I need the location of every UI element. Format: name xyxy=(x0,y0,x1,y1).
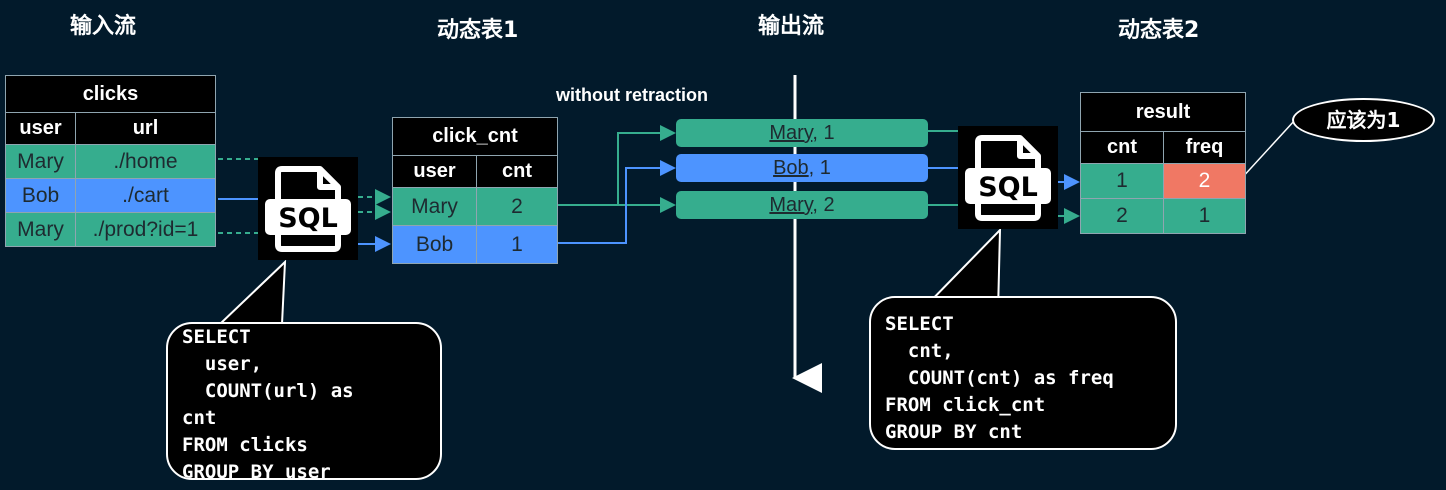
annotation-pointer xyxy=(1239,119,1296,181)
table-cell: Bob xyxy=(392,225,477,264)
result-col-freq: freq xyxy=(1163,131,1246,164)
stream-item-value: , 2 xyxy=(812,194,835,216)
table-row: 2 1 xyxy=(1080,198,1246,234)
stream-item-value: , 1 xyxy=(812,122,835,144)
clicks-table-title: clicks xyxy=(5,75,216,113)
query-line: cnt, xyxy=(885,340,954,362)
query-line: SELECT xyxy=(885,313,954,335)
bubble1-tail xyxy=(219,259,287,325)
query-line: GROUP BY cnt xyxy=(885,421,1023,443)
table-cell: ./cart xyxy=(75,178,216,213)
click-cnt-title: click_cnt xyxy=(392,117,558,156)
annotation-text: 应该为1 xyxy=(1326,108,1401,132)
stream-item: Mary, 1 xyxy=(676,119,928,147)
clicks-table: clicks user url Mary ./home Bob ./cart M… xyxy=(5,75,216,247)
table-row: Bob ./cart xyxy=(5,178,216,213)
table-cell: ./home xyxy=(75,144,216,179)
table-row: Mary ./home xyxy=(5,144,216,179)
table-cell: Bob xyxy=(5,178,76,213)
table-cell: 1 xyxy=(1080,163,1164,199)
query-line: COUNT(cnt) as freq xyxy=(885,367,1114,389)
table-cell: Mary xyxy=(5,212,76,247)
heading-dynamic-table-2: 动态表2 xyxy=(1118,18,1200,43)
query-line: FROM clicks xyxy=(182,434,308,456)
stream-item: Mary, 2 xyxy=(676,191,928,219)
output-mode-note: without retraction xyxy=(556,85,708,105)
stream-item-name: Mary xyxy=(769,122,813,144)
heading-input-stream: 输入流 xyxy=(70,14,137,39)
query-bubble-2: SELECT cnt, COUNT(cnt) as freq FROM clic… xyxy=(869,296,1177,450)
result-table: result cnt freq 1 2 2 1 xyxy=(1080,92,1246,234)
table-cell-highlighted: 2 xyxy=(1163,163,1246,199)
table-row: Mary ./prod?id=1 xyxy=(5,212,216,247)
bubble2-tail xyxy=(919,227,1002,313)
click-cnt-col-cnt: cnt xyxy=(476,155,558,188)
annotation-callout: 应该为1 xyxy=(1292,98,1435,142)
table-cell: 2 xyxy=(1080,198,1164,234)
clicks-col-url: url xyxy=(75,112,216,145)
result-col-cnt: cnt xyxy=(1080,131,1164,164)
table-cell: 1 xyxy=(1163,198,1246,234)
table-cell: ./prod?id=1 xyxy=(75,212,216,247)
click-cnt-col-user: user xyxy=(392,155,477,188)
table-row: Bob 1 xyxy=(392,225,558,264)
click-cnt-table: click_cnt user cnt Mary 2 Bob 1 xyxy=(392,117,558,264)
query-line: COUNT(url) as xyxy=(182,380,354,402)
arrow-cnt-mary xyxy=(558,125,676,206)
stream-item-value: , 1 xyxy=(808,157,831,179)
stream-item: Bob, 1 xyxy=(676,154,928,182)
table-cell: 2 xyxy=(476,187,558,226)
heading-output-stream: 输出流 xyxy=(758,14,825,39)
query-line: FROM click_cnt xyxy=(885,394,1046,416)
result-title: result xyxy=(1080,92,1246,132)
query-line: cnt xyxy=(182,407,217,429)
table-row: 1 2 xyxy=(1080,163,1246,199)
stream-item-name: Mary xyxy=(769,194,813,216)
table-row: Mary 2 xyxy=(392,187,558,226)
table-cell: 1 xyxy=(476,225,558,264)
query-line: SELECT xyxy=(182,326,251,348)
sql-icon-label: SQL xyxy=(978,172,1038,203)
arrow-cnt-bob xyxy=(558,160,676,244)
query-line: user, xyxy=(182,353,263,375)
clicks-col-user: user xyxy=(5,112,76,145)
sql-icon-label: SQL xyxy=(278,203,338,234)
query-bubble-1: SELECT user, COUNT(url) as cnt FROM clic… xyxy=(166,322,442,480)
table-cell: Mary xyxy=(392,187,477,226)
stream-item-name: Bob xyxy=(773,157,809,179)
query-line: GROUP BY user xyxy=(182,461,331,480)
sql-file-icon: SQL xyxy=(258,157,358,260)
heading-dynamic-table-1: 动态表1 xyxy=(437,18,519,43)
sql-file-icon: SQL xyxy=(958,126,1058,229)
table-cell: Mary xyxy=(5,144,76,179)
